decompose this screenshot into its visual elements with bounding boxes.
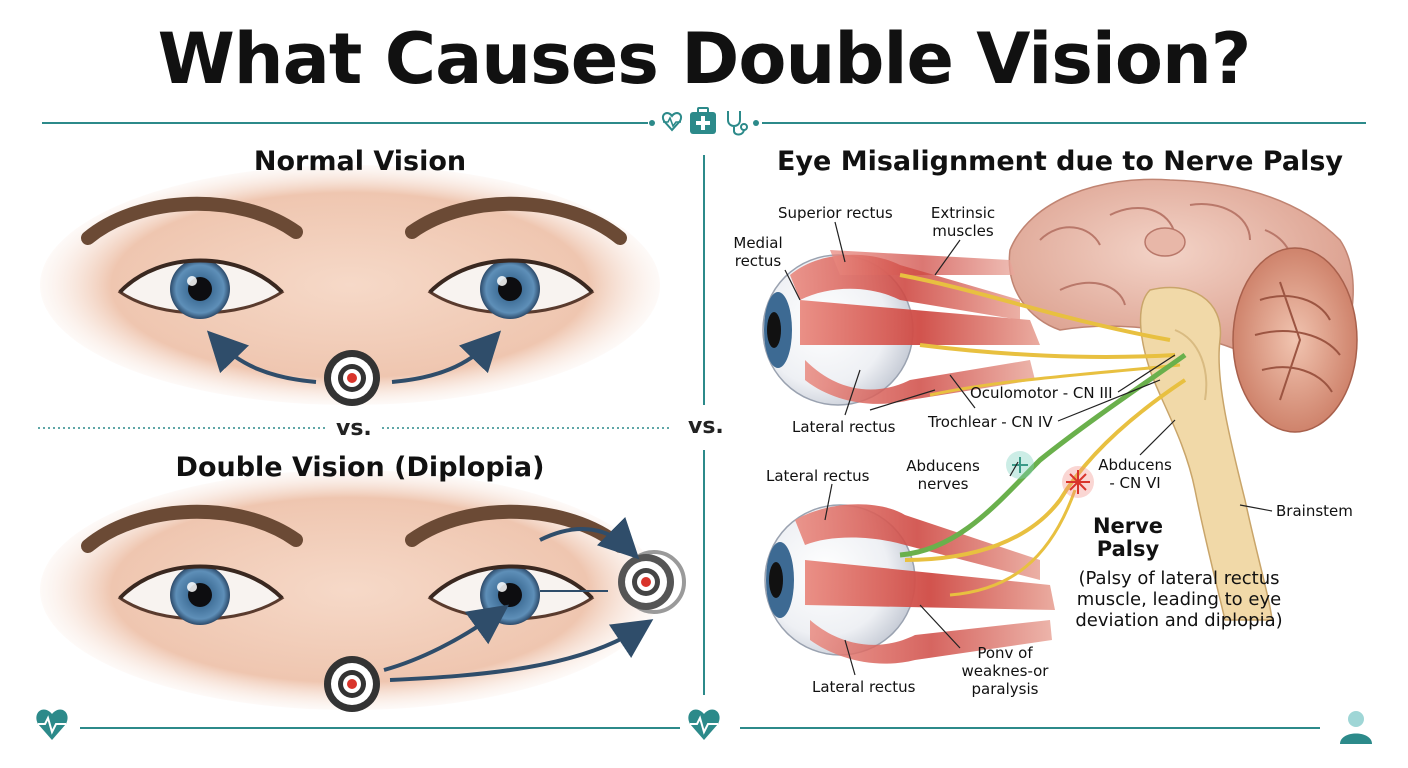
label-brainstem: Brainstem <box>1276 502 1353 520</box>
label-ponv-3: paralysis <box>971 680 1039 698</box>
label-nerve: Nerve <box>1092 514 1164 538</box>
label-ponv-1: Ponv of <box>977 644 1033 662</box>
label-lateral-rectus-top: Lateral rectus <box>792 418 896 436</box>
label-abducens-nerves-1: Abducens <box>906 457 980 475</box>
label-rectus: rectus <box>734 252 782 270</box>
normal-vision-eyes <box>40 165 660 405</box>
heart-pulse-icon <box>662 112 682 132</box>
double-vision-title: Double Vision (Diplopia) <box>175 452 545 483</box>
leader-lines <box>784 221 1273 676</box>
heart-pulse-icon <box>688 709 720 740</box>
gaze-arrow-right <box>391 330 502 384</box>
gaze-arrow-bottom-right <box>389 619 654 682</box>
label-trochlear: Trochlear - CN IV <box>928 413 1053 431</box>
label-superior-rectus: Superior rectus <box>778 204 893 222</box>
vs-separator-center: vs. <box>688 414 724 439</box>
eyeball-bottom <box>764 504 1055 664</box>
gaze-arrow-bottom-left <box>383 604 509 672</box>
eyeball-top <box>762 250 1040 406</box>
label-oculomotor: Oculomotor - CN III <box>970 384 1113 402</box>
nerve-damage-marker <box>1006 451 1034 479</box>
normal-vision-title: Normal Vision <box>253 146 467 177</box>
target-icon-bottom <box>324 656 380 712</box>
label-ponv-2: weaknes-or <box>961 662 1049 680</box>
target-icon <box>324 350 380 406</box>
vs-separator-left: vs. <box>336 416 372 441</box>
deviated-arrow-top <box>539 516 640 560</box>
footer-rule-right <box>740 727 1320 729</box>
double-vision-eyes <box>40 470 660 710</box>
header-rule-left <box>42 122 648 124</box>
center-divider-bottom <box>703 450 705 695</box>
doctor-icon <box>1340 711 1372 744</box>
gaze-arrow-left <box>206 330 317 384</box>
page-title: What Causes Double Vision? <box>157 18 1252 100</box>
label-abducens-cn-2: - CN VI <box>1109 474 1161 492</box>
label-extrinsic: Extrinsic <box>930 204 996 222</box>
ghost-target-icon <box>618 550 686 614</box>
header-rule-right <box>762 122 1366 124</box>
label-abducens-cn-1: Abducens <box>1098 456 1172 474</box>
palsy-lesion-marker <box>1062 466 1094 498</box>
nerve-paths <box>899 273 1187 597</box>
nerve-palsy-title: Eye Misalignment due to Nerve Palsy <box>776 146 1344 177</box>
footer-rule-left <box>80 727 680 729</box>
label-lateral-rectus-bottom: Lateral rectus <box>812 678 916 696</box>
palsy-description-line-2: muscle, leading to eye <box>1076 589 1282 610</box>
label-palsy: Palsy <box>1096 537 1160 561</box>
brain-illustration <box>1008 178 1358 621</box>
center-divider-top <box>703 155 705 405</box>
label-muscles: muscles <box>932 222 994 240</box>
label-medial: Medial <box>733 234 783 252</box>
palsy-description-line-3: deviation and diplopia) <box>1075 610 1283 631</box>
heart-pulse-icon <box>36 709 68 740</box>
label-lateral-rectus-mid: Lateral rectus <box>766 467 870 485</box>
palsy-description-line-1: (Palsy of lateral rectus <box>1078 568 1280 589</box>
label-abducens-nerves-2: nerves <box>917 475 969 493</box>
stethoscope-icon <box>727 111 748 136</box>
medical-kit-icon <box>690 107 716 134</box>
